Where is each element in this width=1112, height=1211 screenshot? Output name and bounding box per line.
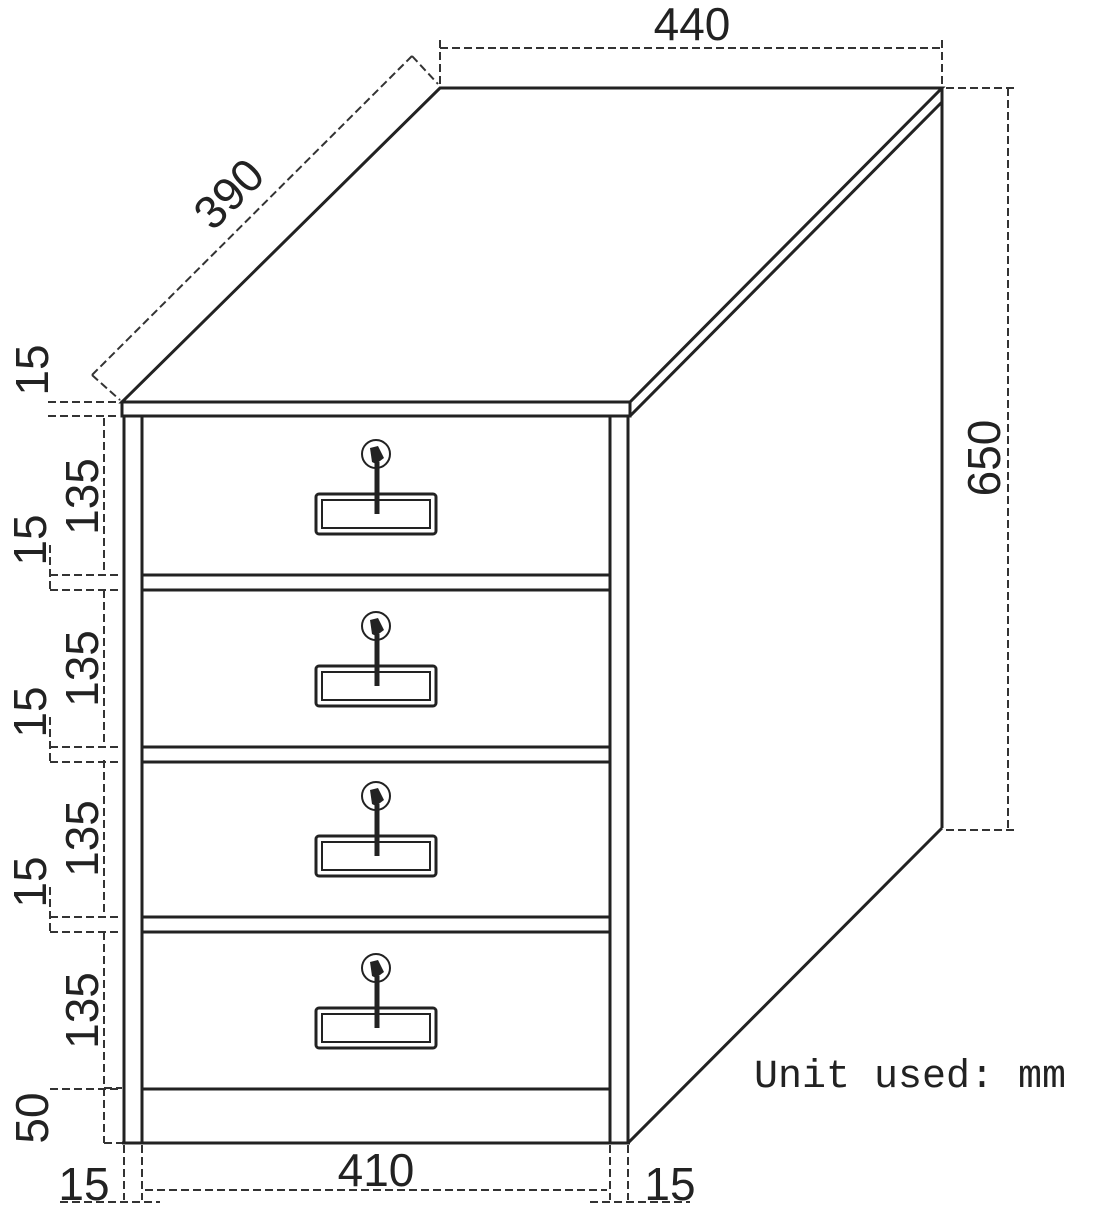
dim-label-drawer-height: 135 xyxy=(56,972,108,1049)
top-front-edge xyxy=(120,400,632,418)
dim-line-390 xyxy=(91,55,413,376)
dim-label-rail: 15 xyxy=(4,686,56,737)
cabinet-top-face xyxy=(118,86,946,404)
dim-label-rail: 15 xyxy=(4,514,56,565)
dim-label-width: 440 xyxy=(654,0,731,50)
top-edge-line xyxy=(628,100,944,418)
ext-line xyxy=(91,374,121,401)
dim-label-right-post: 15 xyxy=(644,1158,695,1210)
dim-label-drawer-height: 135 xyxy=(56,630,108,707)
dim-label-top-thickness: 15 xyxy=(6,344,58,395)
key-icon xyxy=(370,960,384,978)
side-bottom-edge xyxy=(626,826,944,1145)
dim-label-drawer-height: 135 xyxy=(56,800,108,877)
dim-label-height: 650 xyxy=(958,420,1010,497)
dim-label-depth: 390 xyxy=(183,148,274,239)
dim-label-base: 50 xyxy=(6,1092,58,1143)
key-icon xyxy=(370,446,384,464)
dim-label-left-post: 15 xyxy=(58,1158,109,1210)
dim-label-drawer-height: 135 xyxy=(56,458,108,535)
unit-note: Unit used: mm xyxy=(754,1055,1066,1100)
key-icon xyxy=(370,618,384,636)
dim-label-rail: 15 xyxy=(4,856,56,907)
key-icon xyxy=(370,788,384,806)
ext-line xyxy=(411,55,439,85)
dim-label-inner-width: 410 xyxy=(338,1144,415,1196)
